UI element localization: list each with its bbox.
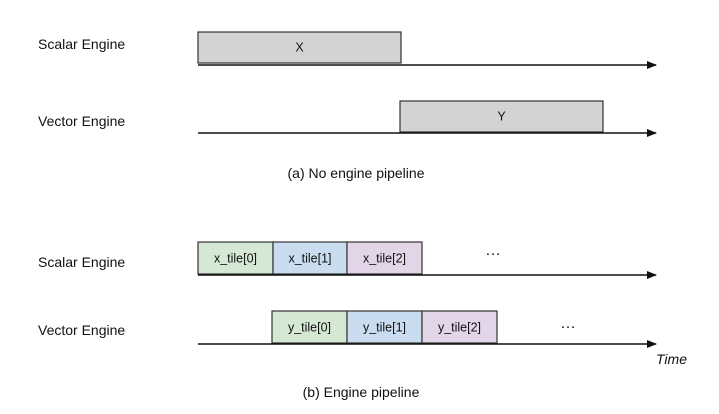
y-tile-box: [421, 310, 498, 344]
scalar-engine-label-a: Scalar Engine: [38, 36, 125, 52]
x-tile-box: [197, 241, 274, 275]
caption-a: (a) No engine pipeline: [288, 165, 425, 181]
y-tile-label: y_tile[0]: [288, 321, 331, 335]
x-tile-label: x_tile[1]: [288, 252, 331, 266]
caption-b: (b) Engine pipeline: [303, 384, 420, 400]
panel-a: Scalar Engine Vector Engine X Y (a) No e…: [38, 31, 657, 181]
vector-engine-label-b: Vector Engine: [38, 322, 125, 338]
vector-task-y-box: [399, 100, 604, 133]
x-tile-box: [272, 241, 348, 275]
scalar-task-x-box: [197, 31, 402, 64]
y-tile-label: y_tile[1]: [363, 321, 406, 335]
x-tile-label: x_tile[2]: [363, 252, 406, 266]
panel-b: Scalar Engine Vector Engine x_tile[0] x_…: [38, 241, 687, 400]
y-tile-box: [271, 310, 348, 344]
scalar-ellipsis: …: [485, 242, 501, 259]
y-tile-label: y_tile[2]: [438, 321, 481, 335]
scalar-engine-label-b: Scalar Engine: [38, 254, 125, 270]
time-axis-label: Time: [656, 351, 687, 367]
vector-task-y-label: Y: [497, 110, 506, 124]
x-tile-label: x_tile[0]: [214, 252, 257, 266]
vector-ellipsis: …: [560, 315, 576, 332]
scalar-task-x-label: X: [295, 41, 304, 55]
x-tile-box: [346, 241, 423, 275]
vector-engine-label-a: Vector Engine: [38, 113, 125, 129]
